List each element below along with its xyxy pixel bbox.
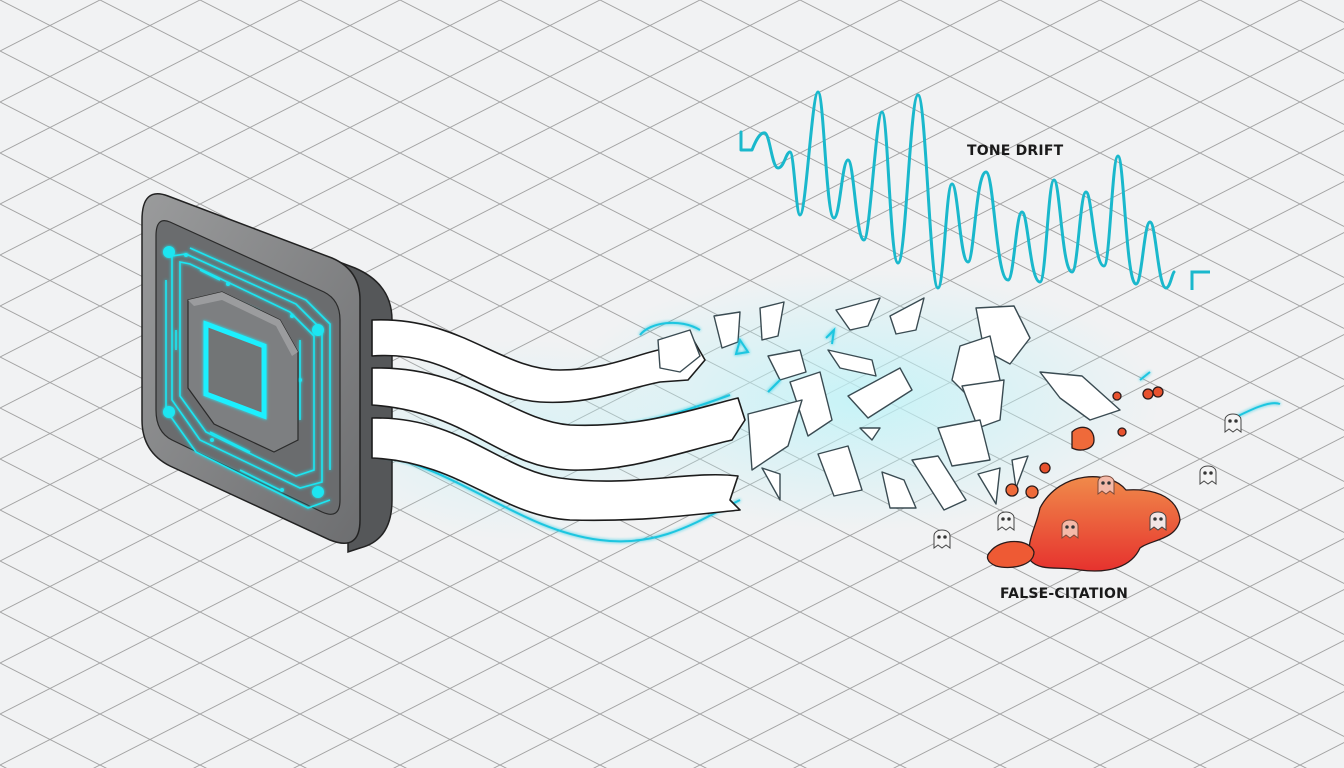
ghost-icon — [997, 511, 1015, 531]
ghost-icon — [1224, 413, 1242, 433]
circuit-traces — [165, 247, 331, 509]
tone-drift-end-bracket — [1190, 270, 1210, 290]
ghost-icon — [1061, 519, 1079, 539]
ribbon-bottom — [371, 417, 741, 522]
ribbon-middle — [371, 367, 746, 471]
data-ribbons — [371, 319, 746, 543]
ghost-icon — [933, 529, 951, 549]
processor-chip — [141, 193, 393, 554]
chip-core-square — [203, 320, 267, 420]
red-blob-left — [986, 540, 1035, 569]
tone-drift-wave — [739, 90, 1176, 290]
ribbon-top — [371, 319, 706, 404]
ghost-icon — [1097, 475, 1115, 495]
ghosts — [933, 413, 1242, 549]
shattered-fragments — [657, 297, 1121, 511]
red-blob-upper — [1071, 426, 1095, 451]
ghost-icon — [1149, 511, 1167, 531]
circuit-pads — [163, 246, 324, 498]
tone-drift-label: TONE DRIFT — [967, 143, 1064, 159]
false-citation-puddle — [986, 386, 1181, 572]
false-citation-label: FALSE-CITATION — [1000, 586, 1129, 602]
shard-sparks — [734, 327, 1281, 421]
ghost-icon — [1199, 465, 1217, 485]
